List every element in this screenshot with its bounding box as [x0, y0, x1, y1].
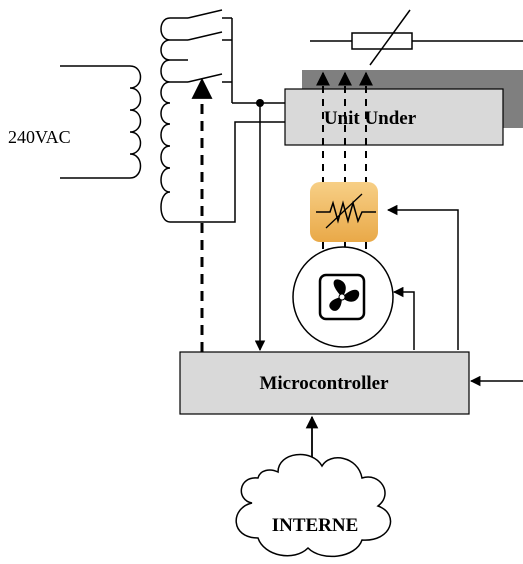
cloud-icon: [235, 453, 392, 558]
heater-icon: [310, 182, 378, 242]
transformer-primary-coil: [60, 65, 142, 179]
unit-under-label: Unit Under: [324, 108, 417, 129]
cloud-label: INTERNE: [272, 515, 359, 536]
fan-control-wire: [392, 286, 415, 350]
secondary-return-wire: [212, 121, 285, 223]
heater-control-wire: [386, 204, 459, 350]
fan-icon: [292, 246, 394, 348]
microcontroller-box: [179, 351, 470, 415]
variable-resistor-icon: [310, 9, 523, 66]
microcontroller-label: Microcontroller: [259, 373, 389, 394]
voltage-label: 240VAC: [8, 127, 71, 147]
transformer-secondary-coil: [160, 17, 212, 223]
unit-under-box: [284, 88, 504, 146]
